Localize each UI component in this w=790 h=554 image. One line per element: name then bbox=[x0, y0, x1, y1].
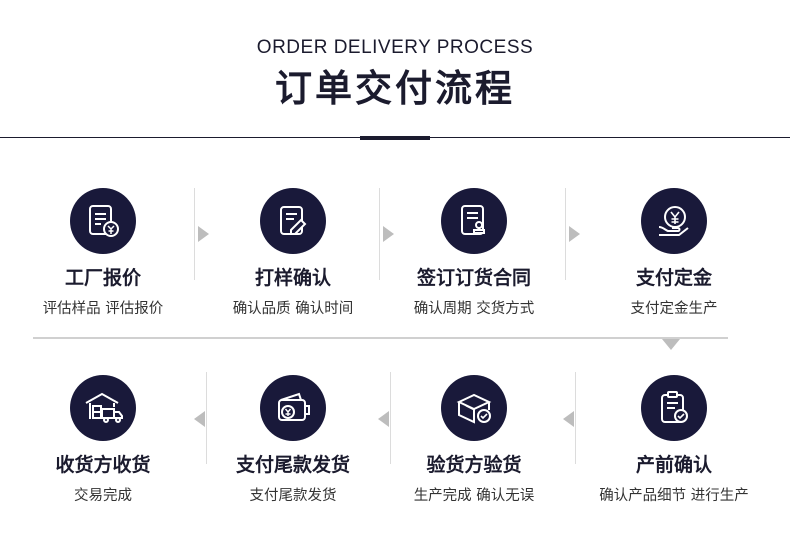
quote-document-icon bbox=[70, 188, 136, 254]
divider bbox=[575, 372, 576, 464]
step-inspect-goods: 验货方验货 生产完成 确认无误 bbox=[389, 375, 559, 505]
arrow-left-icon bbox=[194, 411, 205, 427]
header-divider-accent bbox=[360, 136, 430, 140]
divider bbox=[194, 188, 195, 280]
step-preproduction-confirm: 产前确认 确认产品细节 进行生产 bbox=[589, 375, 759, 505]
arrow-down-icon bbox=[662, 339, 680, 350]
warehouse-truck-icon bbox=[70, 375, 136, 441]
step-title: 签订订货合同 bbox=[416, 267, 531, 289]
clipboard-check-icon bbox=[641, 375, 707, 441]
step-title: 产前确认 bbox=[635, 454, 712, 476]
arrow-right-icon bbox=[383, 226, 394, 242]
step-factory-quote: 工厂报价 评估样品 评估报价 bbox=[18, 188, 188, 318]
step-title: 支付定金 bbox=[635, 267, 712, 289]
step-desc: 支付尾款发货 bbox=[249, 488, 337, 504]
arrow-left-icon bbox=[563, 411, 574, 427]
arrow-right-icon bbox=[198, 226, 209, 242]
arrow-left-icon bbox=[378, 411, 389, 427]
yen-hand-icon bbox=[641, 188, 707, 254]
step-desc: 确认品质 确认时间 bbox=[232, 301, 354, 317]
step-sign-contract: 签订订货合同 确认周期 交货方式 bbox=[389, 188, 559, 318]
box-check-icon bbox=[441, 375, 507, 441]
section-title: 订单交付流程 bbox=[275, 67, 515, 110]
step-desc: 评估样品 评估报价 bbox=[42, 301, 164, 317]
arrow-right-icon bbox=[569, 226, 580, 242]
step-pay-balance: 支付尾款发货 支付尾款发货 bbox=[208, 375, 378, 505]
divider bbox=[379, 188, 380, 280]
divider bbox=[390, 372, 391, 464]
section-subtitle: ORDER DELIVERY PROCESS bbox=[256, 37, 534, 58]
sample-edit-icon bbox=[260, 188, 326, 254]
step-title: 支付尾款发货 bbox=[235, 454, 350, 476]
divider bbox=[565, 188, 566, 280]
step-receive-goods: 收货方收货 交易完成 bbox=[18, 375, 188, 505]
wallet-yen-icon bbox=[260, 375, 326, 441]
row-connector-line bbox=[33, 337, 728, 339]
contract-stamp-icon bbox=[441, 188, 507, 254]
step-desc: 确认周期 交货方式 bbox=[413, 301, 535, 317]
step-desc: 确认产品细节 进行生产 bbox=[599, 488, 749, 504]
step-desc: 交易完成 bbox=[74, 488, 132, 504]
step-title: 收货方收货 bbox=[55, 454, 151, 476]
step-desc: 支付定金生产 bbox=[630, 301, 718, 317]
step-title: 打样确认 bbox=[254, 267, 331, 289]
step-title: 工厂报价 bbox=[64, 267, 141, 289]
step-title: 验货方验货 bbox=[426, 454, 522, 476]
step-sample-confirm: 打样确认 确认品质 确认时间 bbox=[208, 188, 378, 318]
step-pay-deposit: 支付定金 支付定金生产 bbox=[589, 188, 759, 318]
divider bbox=[206, 372, 207, 464]
step-desc: 生产完成 确认无误 bbox=[413, 488, 535, 504]
